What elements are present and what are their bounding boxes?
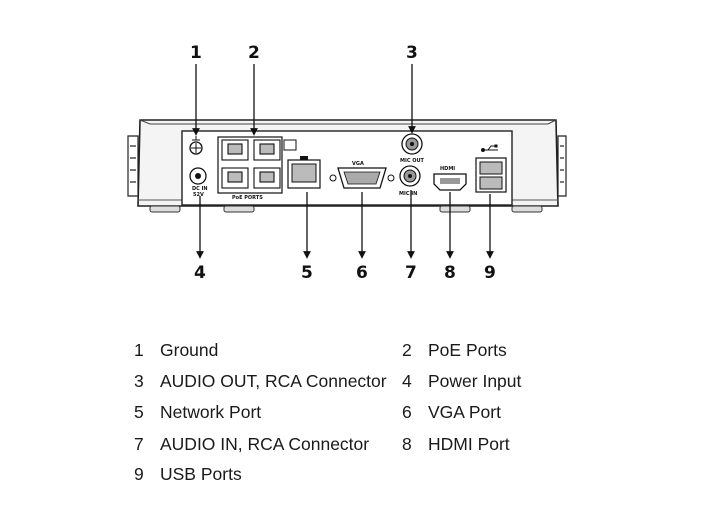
poe-ports-label: PoE PORTS <box>232 195 263 201</box>
callout-9: 9 <box>484 263 496 283</box>
callout-1: 1 <box>190 43 202 63</box>
hdmi-label: HDMI <box>440 166 455 172</box>
poe-ports: PoE PORTS <box>217 136 297 201</box>
right-vent <box>557 135 567 197</box>
vga-label: VGA <box>352 161 364 167</box>
audio-out-rca: MIC OUT <box>400 133 425 164</box>
left-vent <box>127 135 139 197</box>
callout-lines <box>192 64 494 259</box>
callout-5: 5 <box>301 263 313 283</box>
dc-volt-label: 52V <box>193 192 204 198</box>
hdmi-port: HDMI <box>433 166 467 191</box>
vga-port: VGA <box>329 161 395 189</box>
audio-in-label: MIC IN <box>399 191 417 197</box>
usb-icon <box>481 144 498 152</box>
usb-ports <box>475 144 507 193</box>
callout-6: 6 <box>356 263 368 283</box>
network-port <box>287 156 321 189</box>
audio-in-rca: MIC IN <box>399 165 421 197</box>
ground-screw-icon <box>189 136 203 155</box>
power-input-jack: DC IN 52V <box>189 167 208 198</box>
callout-8: 8 <box>444 263 456 283</box>
callout-3: 3 <box>406 43 418 63</box>
dc-in-label: DC IN <box>192 186 208 192</box>
callout-2: 2 <box>248 43 260 63</box>
callout-4: 4 <box>194 263 206 283</box>
audio-out-label: MIC OUT <box>400 158 425 164</box>
rear-panel-diagram: DC IN 52V PoE PORTS VGA MIC OUT <box>127 43 567 283</box>
callout-7: 7 <box>405 263 417 283</box>
